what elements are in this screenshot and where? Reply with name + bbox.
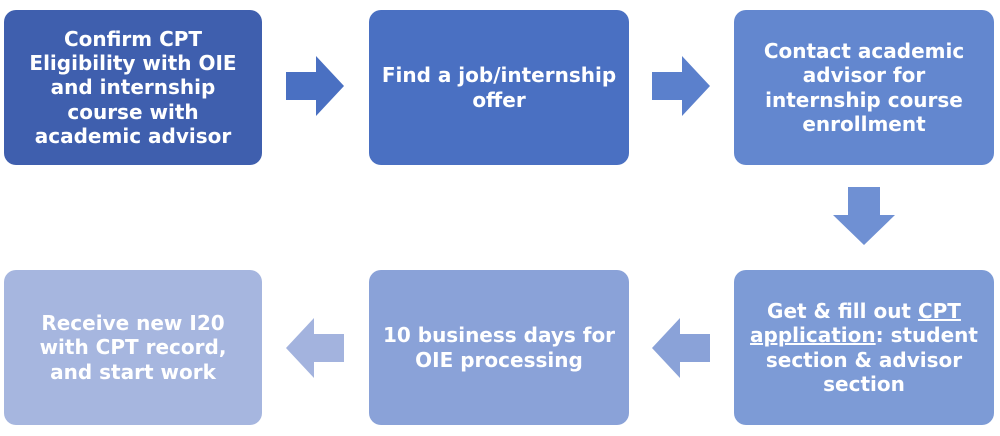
step-1-box: Confirm CPT Eligibility with OIE and int… [4,10,262,165]
step-4-text-after: : student section & advisor section [765,323,978,396]
arrow-right-1-icon [286,56,344,116]
step-6-label: Receive new I20 with CPT record, and sta… [39,310,227,384]
arrow-left-2-icon [286,318,344,378]
step-1-label: Confirm CPT Eligibility with OIE and int… [29,26,237,149]
step-4-label: Get & fill out CPT application: student … [746,299,982,397]
arrow-down-icon [833,187,895,245]
step-2-box: Find a job/internship offer [369,10,629,165]
step-5-label: 10 business days for OIE processing [382,323,616,372]
step-3-label: Contact academic advisor for internship … [763,38,965,136]
step-3-box: Contact academic advisor for internship … [734,10,994,165]
step-6-box: Receive new I20 with CPT record, and sta… [4,270,262,425]
arrow-left-1-icon [652,318,710,378]
step-5-box: 10 business days for OIE processing [369,270,629,425]
step-4-text-before: Get & fill out [767,298,918,323]
step-4-box: Get & fill out CPT application: student … [734,270,994,425]
step-2-label: Find a job/internship offer [381,63,617,112]
cpt-application-link[interactable]: CPT application [750,298,961,348]
arrow-right-2-icon [652,56,710,116]
